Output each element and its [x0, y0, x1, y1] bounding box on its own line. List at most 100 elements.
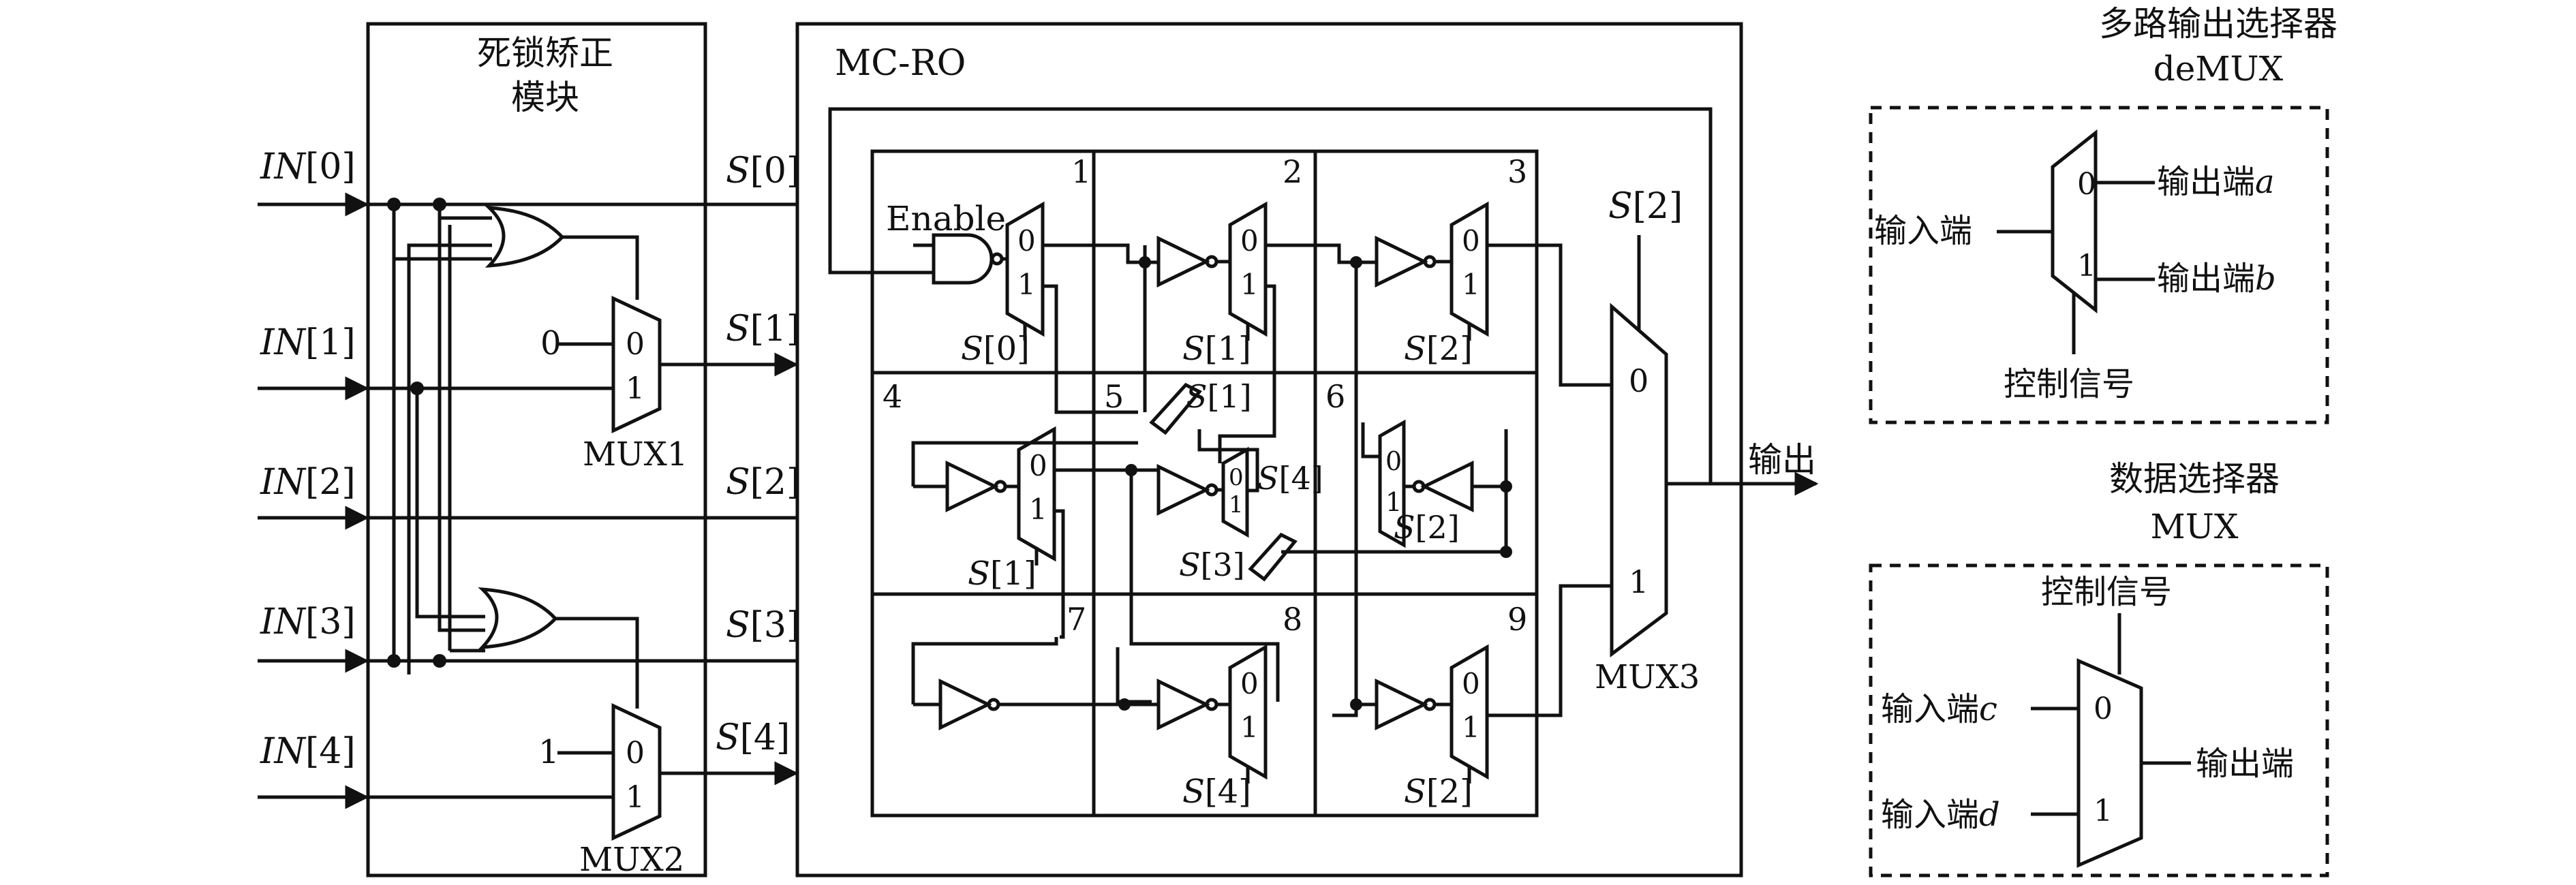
legend-demux-shape: [2051, 129, 2098, 314]
cell3-mux: [1450, 201, 1489, 337]
cell2-sel: S[1]: [1182, 330, 1251, 368]
svg-text:1: 1: [1029, 493, 1047, 526]
cell2-mux: [1228, 201, 1268, 337]
legend-demux-out-b: 输出端b: [2157, 260, 2276, 298]
legend-mux-in-c: 输入端c: [1881, 690, 1997, 728]
input-label-in0: IN[0]: [260, 146, 356, 187]
mux1-in1: 1: [626, 371, 645, 406]
svg-text:1: 1: [1240, 268, 1259, 301]
cell-number-9: 9: [1507, 601, 1527, 638]
mux3-in0: 0: [1629, 362, 1649, 399]
svg-text:1: 1: [1240, 711, 1259, 744]
input-label-in1: IN[1]: [260, 322, 356, 363]
or-gate-2: [478, 587, 558, 649]
cell-number-5: 5: [1104, 378, 1124, 415]
cell5-sel-bottom: S[3]: [1179, 546, 1245, 583]
cell6-sel: S[2]: [1394, 509, 1460, 546]
cell1-mux: [1005, 201, 1045, 337]
cell8-mux: [1228, 644, 1268, 780]
mux3-in1: 1: [1629, 563, 1649, 600]
svg-text:0: 0: [1240, 667, 1259, 700]
cell-number-3: 3: [1507, 153, 1527, 190]
legend-mux-output: 输出端: [2196, 745, 2294, 783]
svg-text:0: 0: [1029, 449, 1047, 482]
cell5-sel-right: S[4]: [1257, 460, 1323, 497]
cell7-inverter: [938, 679, 992, 730]
input-label-in2: IN[2]: [260, 462, 356, 503]
cell8-inverter: [1156, 679, 1210, 730]
legend-mux-control: 控制信号: [2041, 573, 2172, 611]
input-label-in3: IN[3]: [260, 602, 356, 642]
enable-label: Enable: [886, 199, 1006, 238]
cell-number-1: 1: [1071, 153, 1091, 190]
mux1-shape: [611, 296, 662, 433]
svg-text:0: 0: [2077, 167, 2096, 202]
signal-label-s3: S[3]: [726, 605, 800, 646]
mux3-label: MUX3: [1595, 658, 1700, 696]
signal-label-s2: S[2]: [726, 462, 800, 503]
output-label: 输出: [1748, 440, 1816, 480]
legend-demux-input: 输入端: [1874, 212, 1972, 250]
mux2-label: MUX2: [579, 841, 684, 879]
legend-mux-shape: [2076, 658, 2143, 868]
svg-text:0: 0: [2094, 692, 2113, 726]
mux1-const: 0: [540, 324, 562, 362]
cell4-inverter: [945, 461, 999, 512]
cell1-sel: S[0]: [961, 330, 1030, 368]
cell9-mux: [1450, 644, 1489, 780]
cell5-inverter: [1156, 464, 1210, 516]
cell-number-4: 4: [883, 378, 902, 415]
signal-labels: S[0] S[1] S[2] S[3] S[4]: [716, 151, 800, 758]
svg-text:1: 1: [1229, 491, 1244, 518]
legend-demux-title: 多路输出选择器: [2099, 4, 2337, 44]
cell-number-6: 6: [1325, 378, 1345, 415]
legend-demux: 多路输出选择器 deMUX 0 1 输入端 输出端a 输出端b 控制信号: [1869, 4, 2337, 424]
cell9-sel: S[2]: [1404, 773, 1473, 811]
or-gate-1: [485, 206, 565, 268]
nand-gate: [932, 233, 994, 285]
cell5-sel-top: S[1]: [1186, 378, 1252, 415]
legend-mux-in-d: 输入端d: [1881, 796, 2000, 834]
svg-text:1: 1: [1017, 268, 1036, 301]
svg-text:0: 0: [1385, 446, 1402, 476]
mc-ro-title: MC-RO: [835, 43, 966, 84]
svg-text:1: 1: [1385, 487, 1402, 517]
cell-number-8: 8: [1283, 601, 1302, 638]
cell3-sel: S[2]: [1404, 330, 1473, 368]
mux3-shape: [1610, 302, 1668, 657]
cell3-inverter: [1375, 236, 1428, 288]
svg-text:0: 0: [1017, 224, 1036, 258]
input-label-in4: IN[4]: [260, 731, 356, 772]
svg-text:0: 0: [1240, 224, 1259, 258]
cell6-mux: [1378, 419, 1406, 548]
cell-number-7: 7: [1067, 601, 1086, 638]
svg-text:1: 1: [1462, 711, 1480, 744]
cell5-demux-bottom: [1248, 532, 1298, 582]
cell2-inverter: [1156, 236, 1210, 288]
legend-mux-subtitle: MUX: [2151, 507, 2239, 546]
signal-label-s4: S[4]: [716, 717, 790, 758]
legend-mux-title: 数据选择器: [2109, 459, 2280, 499]
svg-text:0: 0: [1462, 224, 1480, 258]
input-arrows: [258, 192, 369, 809]
mux3-sel: S[2]: [1608, 186, 1683, 227]
cell-number-2: 2: [1283, 153, 1302, 190]
mux2-const: 1: [538, 733, 559, 771]
mux1-label: MUX1: [583, 435, 688, 473]
mux2-in0: 0: [626, 736, 645, 771]
legend-demux-out-a: 输出端a: [2157, 163, 2275, 201]
signal-label-s1: S[1]: [726, 309, 800, 350]
cell-grid: [870, 149, 1539, 818]
cell5-demux-top: [1149, 382, 1202, 435]
cell5-mux: [1221, 446, 1249, 538]
mux2-shape: [611, 703, 662, 841]
legend-mux: 数据选择器 MUX 控制信号 0 1 输入端c 输入端d 输出端: [1869, 459, 2329, 878]
svg-text:0: 0: [1462, 667, 1480, 700]
input-labels: IN[0] IN[1] IN[2] IN[3] IN[4]: [260, 146, 356, 772]
mc-ro-block: MC-RO 1 2 3 4 5 6 7 8 9 Enable 0 1 S[0]: [795, 22, 1743, 878]
mux1-in0: 0: [626, 327, 645, 362]
svg-text:1: 1: [1462, 268, 1480, 301]
cell6-inverter: [1420, 461, 1474, 512]
deadlock-title-line1: 死锁矫正: [477, 33, 613, 73]
